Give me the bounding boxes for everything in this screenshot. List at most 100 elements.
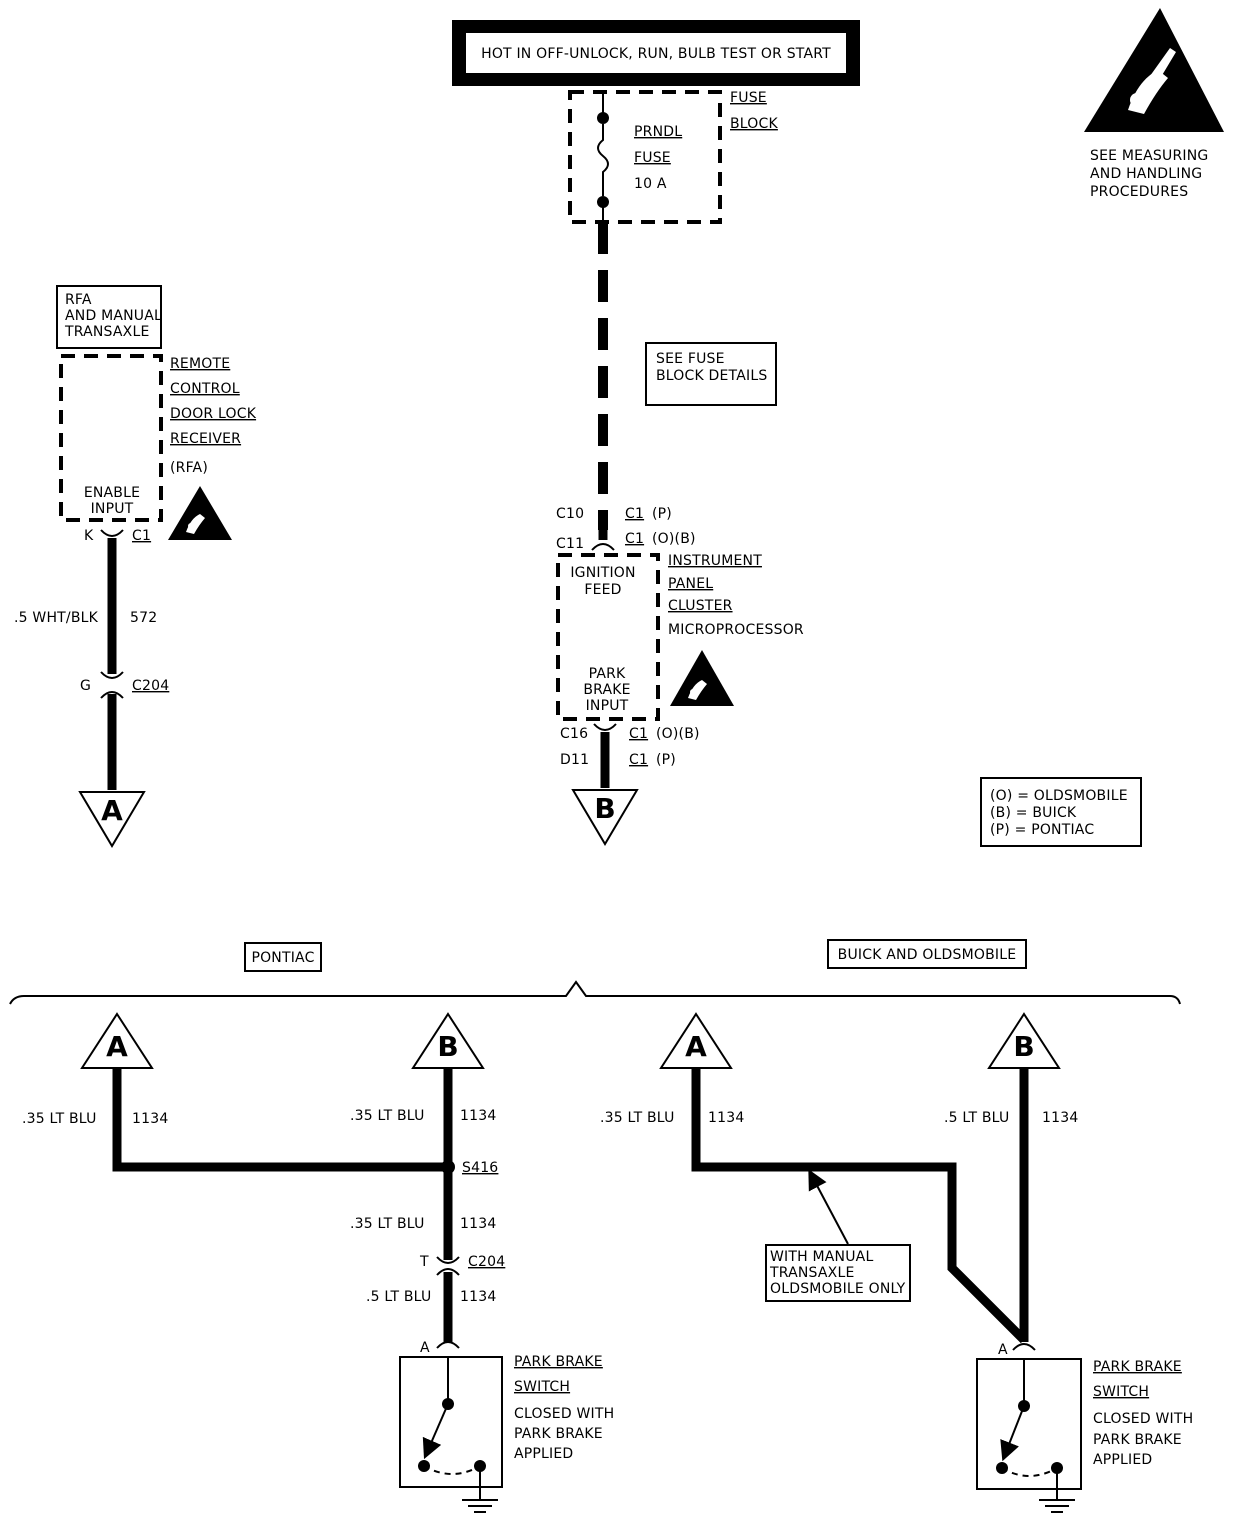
buick-olds-switch-desc-2: PARK BRAKE [1093,1432,1182,1448]
buick-olds-switch-pin: A [998,1342,1008,1358]
manual-transaxle-note-1: WITH MANUAL [770,1249,873,1265]
ipc-tag-bot-p: (P) [656,752,676,768]
ipc-feed-label-1: IGNITION [570,565,635,581]
esd-icon [670,650,734,706]
pontiac-switch-desc-2: PARK BRAKE [514,1426,603,1442]
pontiac-b-wire-label: .35 LT BLU [350,1108,425,1124]
fuse-name-2: FUSE [634,150,671,166]
ipc-name-2: PANEL [668,576,713,592]
ipc-conn-top-ob: C1 [625,531,644,547]
pontiac-a-wire-label: .35 LT BLU [22,1111,97,1127]
pontiac-c204: C204 [468,1254,505,1270]
buick-olds-switch-desc-3: APPLIED [1093,1452,1152,1468]
ipc-input-label-1: PARK [589,666,626,682]
esd-note-line-3: PROCEDURES [1090,184,1188,200]
rfa-name-3: DOOR LOCK [170,406,257,422]
rfa-wire-circuit: 572 [130,610,157,626]
ipc-pin-top-ob: C11 [556,536,584,552]
ipc-pin-bot-p: D11 [560,752,589,768]
buick-olds-header-box [827,939,1027,969]
rfa-note-line-1: RFA [65,292,92,308]
manual-transaxle-note-2: TRANSAXLE [769,1265,855,1281]
pontiac-mid-wire-label: .35 LT BLU [350,1216,425,1232]
note-pointer-arrow [808,1169,849,1245]
buick-olds-a-wire-label: .35 LT BLU [600,1110,675,1126]
pontiac-mid-circuit: 1134 [460,1216,496,1232]
offpage-a-pontiac-label: A [106,1030,128,1063]
rfa-receiver: RFA AND MANUAL TRANSAXLE REMOTE CONTROL … [56,285,257,540]
pontiac-switch-name-2: SWITCH [514,1379,570,1395]
rfa-name-5: (RFA) [170,460,208,476]
pontiac-park-brake-switch [399,1356,503,1513]
pontiac-header-box [244,942,322,972]
fuse-block: PRNDL FUSE 10 A FUSE BLOCK [568,90,778,224]
ipc-pin-top-p: C10 [556,506,584,522]
variant-bracket [9,980,1181,1005]
ipc-input-label-2: BRAKE [583,682,630,698]
offpage-b-buick-olds-label: B [1013,1030,1034,1063]
see-fuse-block-note: SEE FUSE BLOCK DETAILS [645,342,777,406]
pontiac-c204-pin: T [419,1254,429,1270]
fuse-rating: 10 A [634,176,667,192]
pontiac-switch-desc-1: CLOSED WITH [514,1406,614,1422]
buick-olds-a-wire [691,1068,1028,1344]
esd-warning-icon [1084,8,1224,132]
buick-olds-b-wire-label: .5 LT BLU [944,1110,1009,1126]
pontiac-splice: S416 [462,1160,498,1176]
legend-buick: (B) = BUICK [990,805,1077,821]
pontiac-low-circuit: 1134 [460,1289,496,1305]
rfa-pin-label-1: ENABLE [84,485,140,501]
ipc-top-connector-icon [591,543,615,551]
rfa-pin: K [84,528,94,544]
offpage-a-top: A [78,791,146,848]
power-banner: HOT IN OFF-UNLOCK, RUN, BULB TEST OR STA… [452,20,860,86]
see-fuse-line-1: SEE FUSE [656,351,725,367]
ipc-conn-top-p: C1 [625,506,644,522]
ipc-tag-bot-ob: (O)(B) [656,726,700,742]
power-banner-text: HOT IN OFF-UNLOCK, RUN, BULB TEST OR STA… [481,46,831,62]
ipc-conn-bot-p: C1 [629,752,648,768]
offpage-b-pontiac: B [411,1012,485,1069]
offpage-b-buick-olds: B [987,1012,1061,1069]
ipc-conn-bot-ob: C1 [629,726,648,742]
pontiac-switch-desc-3: APPLIED [514,1446,573,1462]
ipc-input-label-3: INPUT [586,698,629,714]
offpage-a-buick-olds-label: A [685,1030,707,1063]
buick-olds-switch-name-1: PARK BRAKE [1093,1359,1182,1375]
ipc-tag-top-p: (P) [652,506,672,522]
offpage-a-top-label: A [101,794,123,827]
ground-icon [462,1499,498,1513]
rfa-connector-icon [100,529,124,537]
ipc-tag-top-ob: (O)(B) [652,531,696,547]
pontiac-a-circuit: 1134 [132,1111,168,1127]
ground-icon [1039,1499,1075,1513]
ipc-name-4: MICROPROCESSOR [668,622,804,638]
pontiac-low-wire-label: .5 LT BLU [366,1289,431,1305]
offpage-b-pontiac-label: B [437,1030,458,1063]
pontiac-section: A B .35 LT BLU 1134 .35 LT BLU 1134 S416… [22,1012,614,1513]
rfa-name-4: RECEIVER [170,431,241,447]
manual-transaxle-note-box [765,1244,911,1302]
legend-oldsmobile: (O) = OLDSMOBILE [990,788,1128,804]
fuse-block-outline [568,90,722,224]
rfa-c204: C204 [132,678,169,694]
offpage-a-pontiac: A [80,1012,154,1069]
buick-olds-switch-connector-icon [1012,1343,1036,1351]
legend: (O) = OLDSMOBILE (B) = BUICK (P) = PONTI… [980,777,1142,847]
esd-icon [168,486,232,540]
offpage-a-buick-olds: A [659,1012,733,1069]
rfa-c204-pin: G [80,678,91,694]
buick-olds-switch-desc-1: CLOSED WITH [1093,1411,1193,1427]
instrument-panel-cluster: C10 C1 (P) C11 C1 (O)(B) IGNITION FEED I… [556,506,804,768]
buick-olds-park-brake-switch [976,1358,1082,1513]
pontiac-b-circuit: 1134 [460,1108,496,1124]
ipc-bottom-connector-icon [593,723,617,731]
buick-olds-a-circuit: 1134 [708,1110,744,1126]
ipc-outline [556,553,660,721]
esd-warning: SEE MEASURING AND HANDLING PROCEDURES [1084,8,1224,200]
rfa-pin-label-2: INPUT [91,501,134,517]
c204-connector-icon [100,671,124,679]
esd-note-line-1: SEE MEASURING [1090,148,1208,164]
rfa-note-box [56,285,162,349]
fuse-name-1: PRNDL [634,124,682,140]
